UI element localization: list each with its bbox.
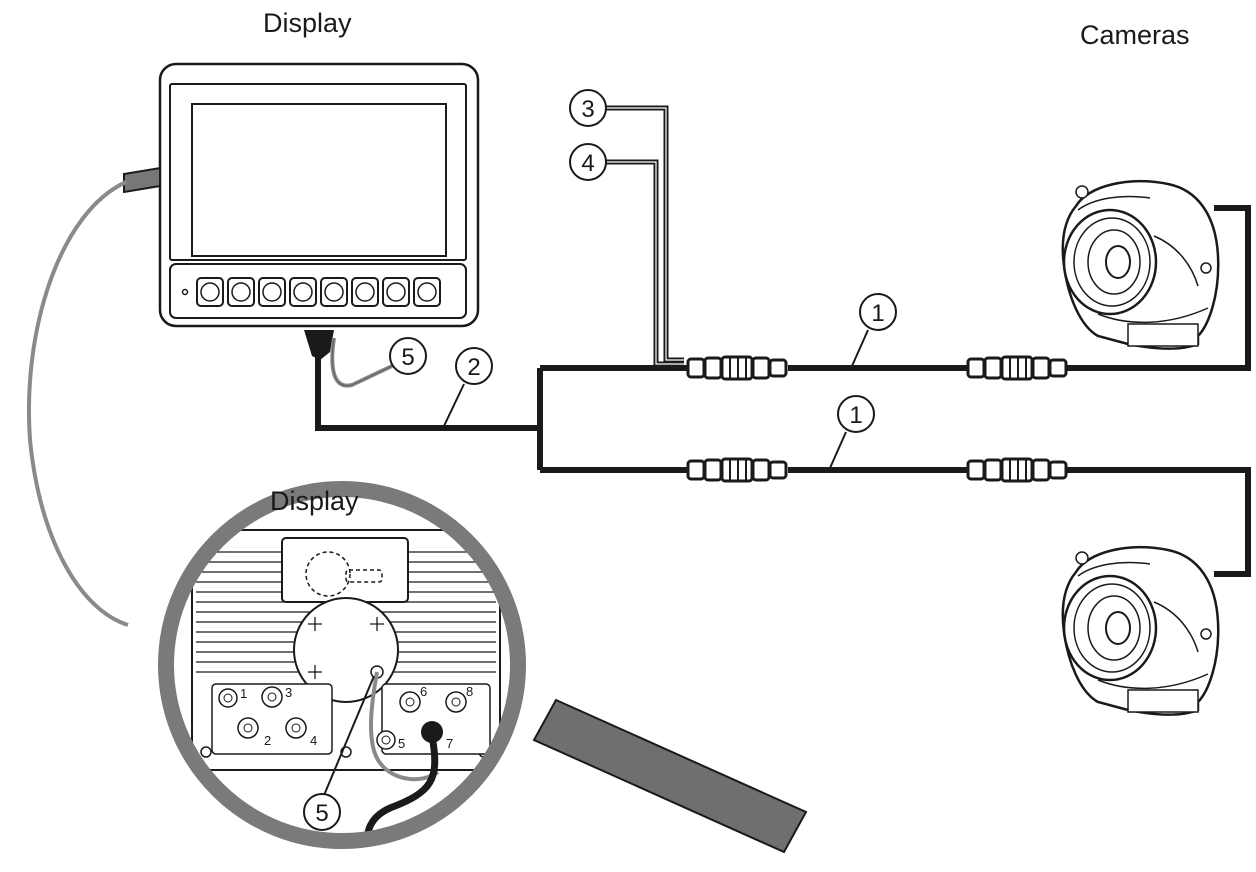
connector-top-left bbox=[686, 355, 788, 381]
callout-5-display: 5 bbox=[389, 337, 427, 375]
callout-5-inset: 5 bbox=[303, 793, 341, 831]
cameras-label: Cameras bbox=[1080, 20, 1190, 50]
svg-text:1: 1 bbox=[849, 402, 862, 429]
camera-cable-top bbox=[1066, 205, 1251, 371]
display-monitor bbox=[123, 62, 480, 360]
port-5: 5 bbox=[376, 730, 405, 751]
svg-text:3: 3 bbox=[285, 685, 292, 700]
wire-3 bbox=[604, 105, 684, 363]
callout-2: 2 bbox=[443, 347, 493, 427]
svg-text:5: 5 bbox=[315, 800, 328, 827]
display-label: Display bbox=[263, 8, 352, 38]
grey-cable-side bbox=[27, 180, 129, 627]
svg-text:1: 1 bbox=[871, 300, 884, 327]
svg-text:2: 2 bbox=[264, 733, 271, 748]
connector-top-right bbox=[966, 355, 1068, 381]
svg-text:8: 8 bbox=[466, 684, 473, 699]
display-inset-label: Display bbox=[270, 486, 359, 516]
svg-text:5: 5 bbox=[401, 344, 414, 371]
callout-1-top: 1 bbox=[851, 293, 897, 367]
svg-text:3: 3 bbox=[581, 96, 594, 123]
port-1: 1 bbox=[218, 686, 247, 708]
callout-1-bottom: 1 bbox=[829, 395, 875, 469]
svg-text:5: 5 bbox=[398, 736, 405, 751]
port-8: 8 bbox=[445, 684, 473, 713]
cable-5 bbox=[330, 337, 393, 388]
connector-bottom-left bbox=[686, 457, 788, 483]
magnifier-handle bbox=[532, 698, 808, 854]
display-buttons bbox=[196, 277, 441, 307]
camera-bottom bbox=[1061, 545, 1220, 716]
port-4: 4 bbox=[285, 717, 317, 748]
port-7: 7 bbox=[421, 721, 453, 751]
wire-4 bbox=[604, 159, 684, 367]
svg-text:6: 6 bbox=[420, 684, 427, 699]
magnifier-inset: 1 3 2 4 6 8 5 7 5 bbox=[158, 481, 808, 854]
port-6: 6 bbox=[399, 684, 427, 713]
camera-cable-bottom bbox=[1066, 467, 1251, 577]
cable-2 bbox=[315, 354, 540, 431]
port-2: 2 bbox=[237, 717, 271, 748]
svg-text:7: 7 bbox=[446, 736, 453, 751]
svg-text:4: 4 bbox=[310, 733, 317, 748]
callout-3: 3 bbox=[569, 89, 607, 127]
svg-text:2: 2 bbox=[467, 354, 480, 381]
svg-text:1: 1 bbox=[240, 686, 247, 701]
svg-text:4: 4 bbox=[581, 150, 594, 177]
connector-bottom-right bbox=[966, 457, 1068, 483]
camera-top bbox=[1061, 179, 1220, 350]
port-3: 3 bbox=[261, 685, 292, 708]
callout-4: 4 bbox=[569, 143, 607, 181]
